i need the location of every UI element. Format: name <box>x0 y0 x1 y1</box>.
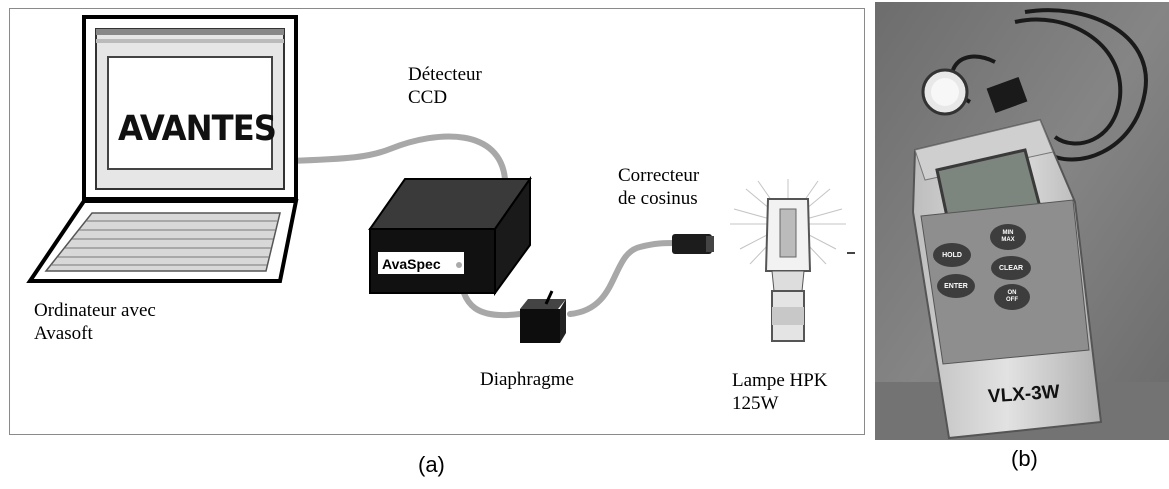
minmax-label-line2: MAX <box>1001 237 1015 243</box>
spectrometer-brand-label: AvaSpec <box>382 256 441 272</box>
computer-label-line1: Ordinateur avec <box>34 300 156 321</box>
computer-label-line2: Avasoft <box>34 323 93 344</box>
clear-button-label: CLEAR <box>998 264 1024 272</box>
hold-button[interactable]: HOLD <box>933 243 971 267</box>
onoff-label-line1: ON <box>1007 290 1017 296</box>
detector-label: Détecteur CCD <box>408 63 482 109</box>
onoff-label-line2: OFF <box>1006 297 1018 303</box>
corrector-label-line1: Correcteur <box>618 165 700 186</box>
lamp-label-line2: 125W <box>732 393 779 414</box>
minmax-button[interactable]: MIN MAX <box>990 224 1026 250</box>
ccd-detector-box <box>368 175 532 297</box>
corrector-label-line2: de cosinus <box>618 188 698 209</box>
diaphragm-icon <box>520 290 566 343</box>
lamp-label-line1: Lampe HPK <box>732 370 828 391</box>
lamp-label: Lampe HPK 125W <box>732 369 828 415</box>
detector-label-line1: Détecteur <box>408 64 482 85</box>
enter-button-label: ENTER <box>944 282 968 290</box>
corrector-label: Correcteur de cosinus <box>618 164 699 210</box>
caption-a: (a) <box>418 452 445 477</box>
laptop-logo: AVANTES <box>118 109 277 149</box>
cable-diaphragm-to-corrector <box>567 240 678 317</box>
hold-button-label: HOLD <box>942 251 962 259</box>
sensor-connector <box>986 76 1028 114</box>
hpk-lamp-icon <box>730 179 855 342</box>
diaphragm-label: Diaphragme <box>480 369 574 390</box>
sensor-head-icon <box>921 68 969 116</box>
onoff-button[interactable]: ON OFF <box>994 284 1030 310</box>
cable-laptop-to-detector <box>285 133 508 182</box>
enter-button[interactable]: ENTER <box>937 274 975 298</box>
laptop-icon <box>26 15 299 283</box>
setup-diagram-panel: AVANTES AvaSpec Détecteur CCD Correcteur… <box>9 8 865 435</box>
radiometer-photo-svg <box>875 2 1169 440</box>
computer-label: Ordinateur avec Avasoft <box>34 299 156 345</box>
caption-b: (b) <box>1011 446 1038 471</box>
minmax-label-line1: MIN <box>1002 230 1014 236</box>
keypad-panel <box>920 199 1090 365</box>
setup-diagram-svg <box>26 15 855 343</box>
detector-label-line2: CCD <box>408 87 448 108</box>
radiometer-photo: HOLD MIN MAX ENTER CLEAR ON OFF VLX-3W <box>875 2 1169 440</box>
cosine-corrector-icon <box>672 234 714 254</box>
clear-button[interactable]: CLEAR <box>991 256 1031 280</box>
